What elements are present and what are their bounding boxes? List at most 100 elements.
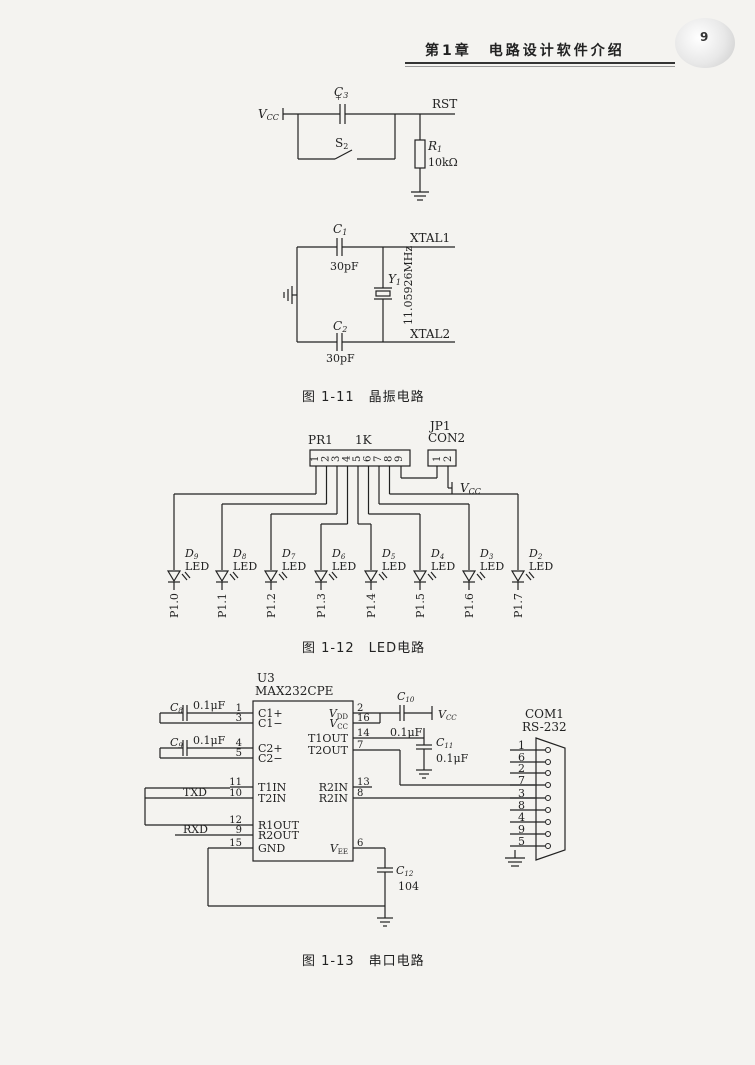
db9-pin-number: 5 — [518, 835, 525, 848]
c1-value: 30pF — [330, 260, 359, 273]
led-port-label: P1.0 — [168, 593, 181, 618]
chip-pin-name: T2OUT — [308, 744, 349, 757]
c9-label: C9 — [170, 736, 183, 750]
db9-pin — [545, 770, 551, 776]
figure-1-12-caption: 图 1-12 LED电路 — [302, 641, 426, 656]
led-list: D9LEDP1.0D8LEDP1.1D7LEDP1.2D6LEDP1.3D5LE… — [166, 547, 553, 618]
chip-label: MAX232CPE — [255, 684, 333, 698]
txd-label: TXD — [183, 786, 207, 799]
figure-1-13-caption: 图 1-13 串口电路 — [302, 954, 425, 969]
c10-label: C10 — [397, 690, 415, 704]
led-port-label: P1.3 — [315, 593, 328, 618]
led-label: LED — [332, 560, 356, 573]
r1-value: 10kΩ — [428, 156, 458, 169]
chip-pin-name: R2IN — [319, 781, 349, 794]
c12-label: C12 — [396, 864, 414, 878]
pr1-pin: 4 — [342, 456, 353, 462]
chip-pin-name: C2− — [258, 752, 283, 765]
page-number: 9 — [700, 30, 709, 44]
db9-pin-number: 2 — [518, 762, 525, 775]
chip-pin-number: 12 — [229, 815, 242, 826]
chip-pin-number: 11 — [229, 777, 242, 788]
db9-pin-number: 4 — [518, 811, 525, 824]
led-label: LED — [431, 560, 455, 573]
chip-pin-name: GND — [258, 842, 285, 855]
led-port-label: P1.4 — [365, 593, 378, 618]
jp1-label: JP1 — [428, 419, 451, 433]
xtal1-label: XTAL1 — [410, 231, 450, 245]
chip-pin-number: 13 — [357, 777, 370, 788]
led-port-label: P1.5 — [414, 593, 427, 618]
max232-chip — [252, 700, 354, 862]
db9-pin — [545, 795, 551, 801]
chip-pin-number: 1 — [236, 703, 242, 714]
chapter-title: 第1章 电路设计软件介绍 — [425, 43, 625, 59]
chip-pin-name: R1OUT — [258, 819, 300, 832]
led-designator: D8 — [232, 547, 247, 561]
db9-pin — [545, 759, 551, 765]
chip-pin-name: VCC — [329, 717, 348, 731]
c3-plus: + — [335, 93, 342, 102]
led-designator: D9 — [184, 547, 199, 561]
led-label: LED — [233, 560, 257, 573]
db9-pin — [545, 831, 551, 837]
led-designator: D5 — [381, 547, 396, 561]
chip-pin-name: VEE — [330, 842, 348, 856]
chip-pin-number: 16 — [357, 713, 370, 724]
db9-pin — [545, 782, 551, 788]
led-port-label: P1.2 — [265, 593, 278, 618]
led-designator: D3 — [479, 547, 494, 561]
chip-pin-name: T1IN — [258, 781, 287, 794]
chip-pin-number: 4 — [236, 738, 242, 749]
c2-value: 30pF — [326, 352, 355, 365]
c11-value: 0.1μF — [436, 752, 469, 765]
pr1-value: 1K — [355, 433, 373, 447]
c10-value: 0.1μF — [390, 726, 423, 739]
pr1-pin: 5 — [352, 456, 363, 462]
c12-value: 104 — [398, 880, 419, 893]
c1-label: C1 — [333, 222, 347, 237]
chip-pin-name: R2OUT — [258, 829, 300, 842]
pr1-pin: 3 — [331, 456, 342, 462]
led-designator: D7 — [281, 547, 296, 561]
db9-pin-number: 6 — [518, 751, 525, 764]
led-designator: D4 — [430, 547, 444, 561]
chip-pin-number: 15 — [229, 838, 242, 849]
pr1-pin: 7 — [373, 456, 384, 462]
db9-pin-number: 3 — [518, 787, 525, 800]
con2-label: CON2 — [428, 431, 465, 445]
db9-pin-number: 8 — [518, 799, 525, 812]
db9-pin — [545, 819, 551, 825]
chip-pin-number: 3 — [236, 713, 242, 724]
led-label: LED — [529, 560, 553, 573]
s2-label: S2 — [335, 136, 348, 151]
chip-pin-number: 7 — [357, 740, 363, 751]
led-label: LED — [185, 560, 209, 573]
serial-circuit: U3 MAX232CPE C8 0.1μF C9 0.1μF TXD RXD — [144, 671, 567, 927]
y1-label: Y1 — [388, 272, 401, 287]
db9-pin-number: 9 — [518, 823, 525, 836]
reset-circuit: VCC + C3 RST S2 R1 10kΩ — [258, 85, 458, 201]
pr1-pin: 6 — [363, 456, 374, 462]
chip-pin-name: C2+ — [258, 742, 283, 755]
pr1-pin: 9 — [394, 456, 405, 462]
pr1-label: PR1 — [308, 433, 333, 447]
c2-label: C2 — [333, 319, 347, 334]
rs232-label: RS-232 — [522, 720, 567, 734]
chip-pin-number: 10 — [229, 788, 242, 799]
led-port-label: P1.6 — [463, 593, 476, 618]
chip-pin-name: T1OUT — [308, 732, 349, 745]
xtal2-label: XTAL2 — [410, 327, 450, 341]
chip-pin-number: 5 — [236, 748, 242, 759]
com1-label: COM1 — [525, 707, 564, 721]
